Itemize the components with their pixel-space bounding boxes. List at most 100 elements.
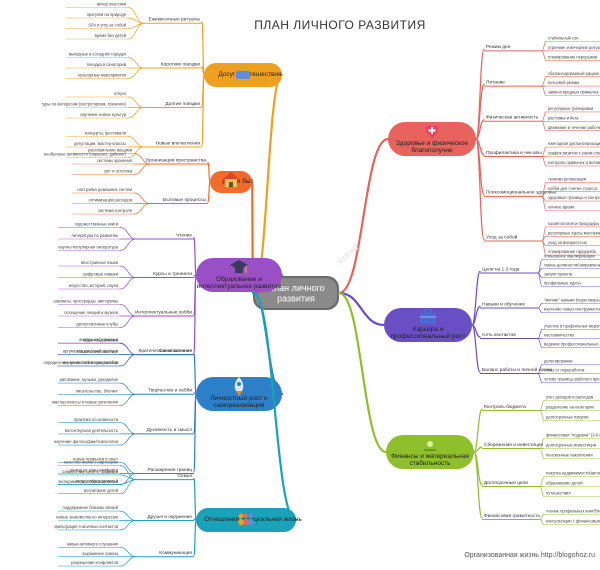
leaf-item[interactable]: отпуск [66,91,128,98]
leaf-item[interactable]: эксперименты с образом жизни [58,479,120,486]
subtopic[interactable]: Коммуникация [136,550,194,558]
subtopic[interactable]: Чтение [136,232,194,240]
leaf-item[interactable]: писательство, блогинг [58,388,120,395]
leaf-item[interactable]: психологический тест [58,349,120,356]
leaf-item[interactable]: уход за внешностью [546,240,600,246]
leaf-item[interactable]: запуск проекта [542,272,600,278]
subtopic[interactable]: Профилактика и чек-апы [484,150,542,157]
leaf-item[interactable]: искусство, история, наука [58,283,120,290]
subtopic[interactable]: Друзья и окружение [136,514,194,521]
leaf-item[interactable]: утренние и вечерние ритуалы [546,45,600,52]
subtopic[interactable]: Интеллектуальные хобби [135,309,194,317]
subtopic[interactable]: Короткие поездки [144,61,202,69]
leaf-item[interactable]: качество жизни с партнером [58,460,120,466]
leaf-item[interactable]: замена вредных привычек [546,90,600,96]
leaf-item[interactable]: системы хранения [72,158,134,165]
leaf-item[interactable]: растяжка и йога [546,115,600,122]
leaf-item[interactable]: участие в профильных мероприятиях [542,324,600,330]
leaf-item[interactable]: наставничество [542,333,600,339]
leaf-item[interactable]: совместные цели и традиции [58,469,120,476]
subtopic[interactable]: Сбережения и инвестиции [482,442,543,449]
leaf-item[interactable]: расхламление вещами [72,148,134,154]
subtopic[interactable]: Организация пространства [145,157,208,165]
leaf-item[interactable]: навык активного слушания [58,541,120,548]
leaf-item[interactable]: система контроля [72,208,134,215]
leaf-item[interactable]: фильтрация токсичных контактов [54,524,120,531]
leaf-item[interactable]: поддержка родителей [58,478,120,485]
subtopic[interactable]: Баланс работы и личной жизни [480,366,552,374]
subtopic[interactable]: Новые впечатления [144,140,202,148]
leaf-item[interactable]: определение ценностей и приоритетов [44,360,120,367]
leaf-item[interactable]: изучение новых инструментов/технологий [542,307,600,313]
leaf-item[interactable]: хобби для снятия стресса [546,186,600,192]
leaf-item[interactable]: воспитание детей [58,488,120,495]
leaf-item[interactable]: ведение дневника [58,338,120,344]
leaf-item[interactable]: SPA в углу за собой [66,23,128,29]
leaf-item[interactable]: покупка недвижимости/автомобиля [544,471,600,477]
subtopic[interactable]: Творчество и хобби [136,388,194,395]
leaf-item[interactable]: вечер классики [66,2,128,8]
subtopic[interactable]: Режим дня [484,44,542,52]
leaf-item[interactable]: выход из зоны комфорта [58,468,120,474]
leaf-item[interactable]: дегустации, мастер-классы [66,141,128,148]
leaf-item[interactable]: финансовая "подушка" (3-6 месячных расхо… [544,433,600,439]
subtopic[interactable]: Семья [136,473,194,481]
leaf-item[interactable]: ежегодная диспансеризация [546,141,600,148]
subtopic[interactable]: Контроль бюджета [482,404,540,411]
subtopic[interactable]: Курсы и тренинги [136,271,194,278]
leaf-item[interactable]: делегирование [542,359,600,365]
subtopic[interactable]: Питание [484,79,542,87]
leaf-item[interactable]: изучение новых культур [66,112,128,119]
leaf-item[interactable]: концерты, фестивали [66,131,128,137]
leaf-item[interactable]: учет доходов и расходов [544,395,600,401]
leaf-item[interactable]: отказ от переработок [542,368,600,374]
leaf-item[interactable]: художественные книги [58,222,120,228]
leaf-item[interactable]: поддержание близких связей [58,505,120,512]
leaf-item[interactable]: техники релаксации [546,176,600,183]
leaf-item[interactable]: разделение на категории [544,405,600,411]
subtopic[interactable]: Долгосрочные цели [482,480,540,487]
subtopic[interactable]: Долгие поездки [144,101,202,108]
leaf-item[interactable]: долгосрочные покупки [544,415,600,421]
leaf-item[interactable]: выходные в соседних городах [66,52,128,58]
subtopic[interactable]: Духовность и смысл [136,427,194,435]
leaf-item[interactable]: планирование гардероба [546,249,600,256]
subtopic[interactable]: Уход за собой [484,233,542,242]
leaf-item[interactable]: прогулки на природе [66,12,128,19]
leaf-item[interactable]: здоровые границы и контроль окружения [546,195,600,202]
leaf-item[interactable]: регулярные курсы массажа [546,230,600,237]
leaf-item[interactable]: консультации с финансовыми специалистами [544,519,600,525]
leaf-item[interactable]: посещение лекций и музеев [58,310,120,317]
leaf-item[interactable]: практика осознанности [58,417,120,424]
leaf-item[interactable]: новые знакомства по интересам [56,515,120,521]
leaf-item[interactable]: сбалансированный рацион [546,71,600,77]
leaf-item[interactable]: изучение философии/психологии [54,439,120,446]
leaf-item[interactable]: четкие границы рабочего времени [542,377,600,383]
leaf-item[interactable]: долгосрочные инвестиции [544,443,600,449]
leaf-item[interactable]: туры по интересам (гастротуризм, тренинг… [41,102,128,108]
leaf-item[interactable]: поездка в санаторий [66,62,128,69]
leaf-item[interactable]: контроль привычек и витамин [546,160,600,167]
leaf-item[interactable]: повышение квалификации [542,254,600,260]
leaf-item[interactable]: новые привычки и опыт [58,456,120,463]
leaf-item[interactable]: необычные активности (парашют, дайвинг) [44,152,128,158]
leaf-item[interactable]: разрешение конфликтов [58,560,120,567]
leaf-item[interactable]: уют и эстетика [72,169,134,175]
leaf-item[interactable]: научно-популярная литература [58,245,120,251]
leaf-item[interactable]: косметология и процедуры [546,221,600,228]
subtopic[interactable]: Цели на 1-3 года [480,266,538,274]
subtopic[interactable]: Расширение границ [136,467,194,474]
leaf-item[interactable]: выражение границ [58,551,120,558]
leaf-item[interactable]: время без детей [66,33,128,40]
subtopic[interactable]: Ежемесячные ритуалы [144,17,202,24]
leaf-item[interactable]: шахматы, кроссворды, викторины [53,299,120,305]
leaf-item[interactable]: регулярные тренировки [546,106,600,113]
leaf-item[interactable]: смена должности/направления [542,263,600,269]
leaf-item[interactable]: оптимизация расходов [72,198,134,204]
leaf-item[interactable]: ведение профессиональных аккаунтов [542,342,600,348]
leaf-item[interactable]: пенсионные накопления [544,453,600,459]
leaf-item[interactable]: литература по развитию [58,233,120,240]
